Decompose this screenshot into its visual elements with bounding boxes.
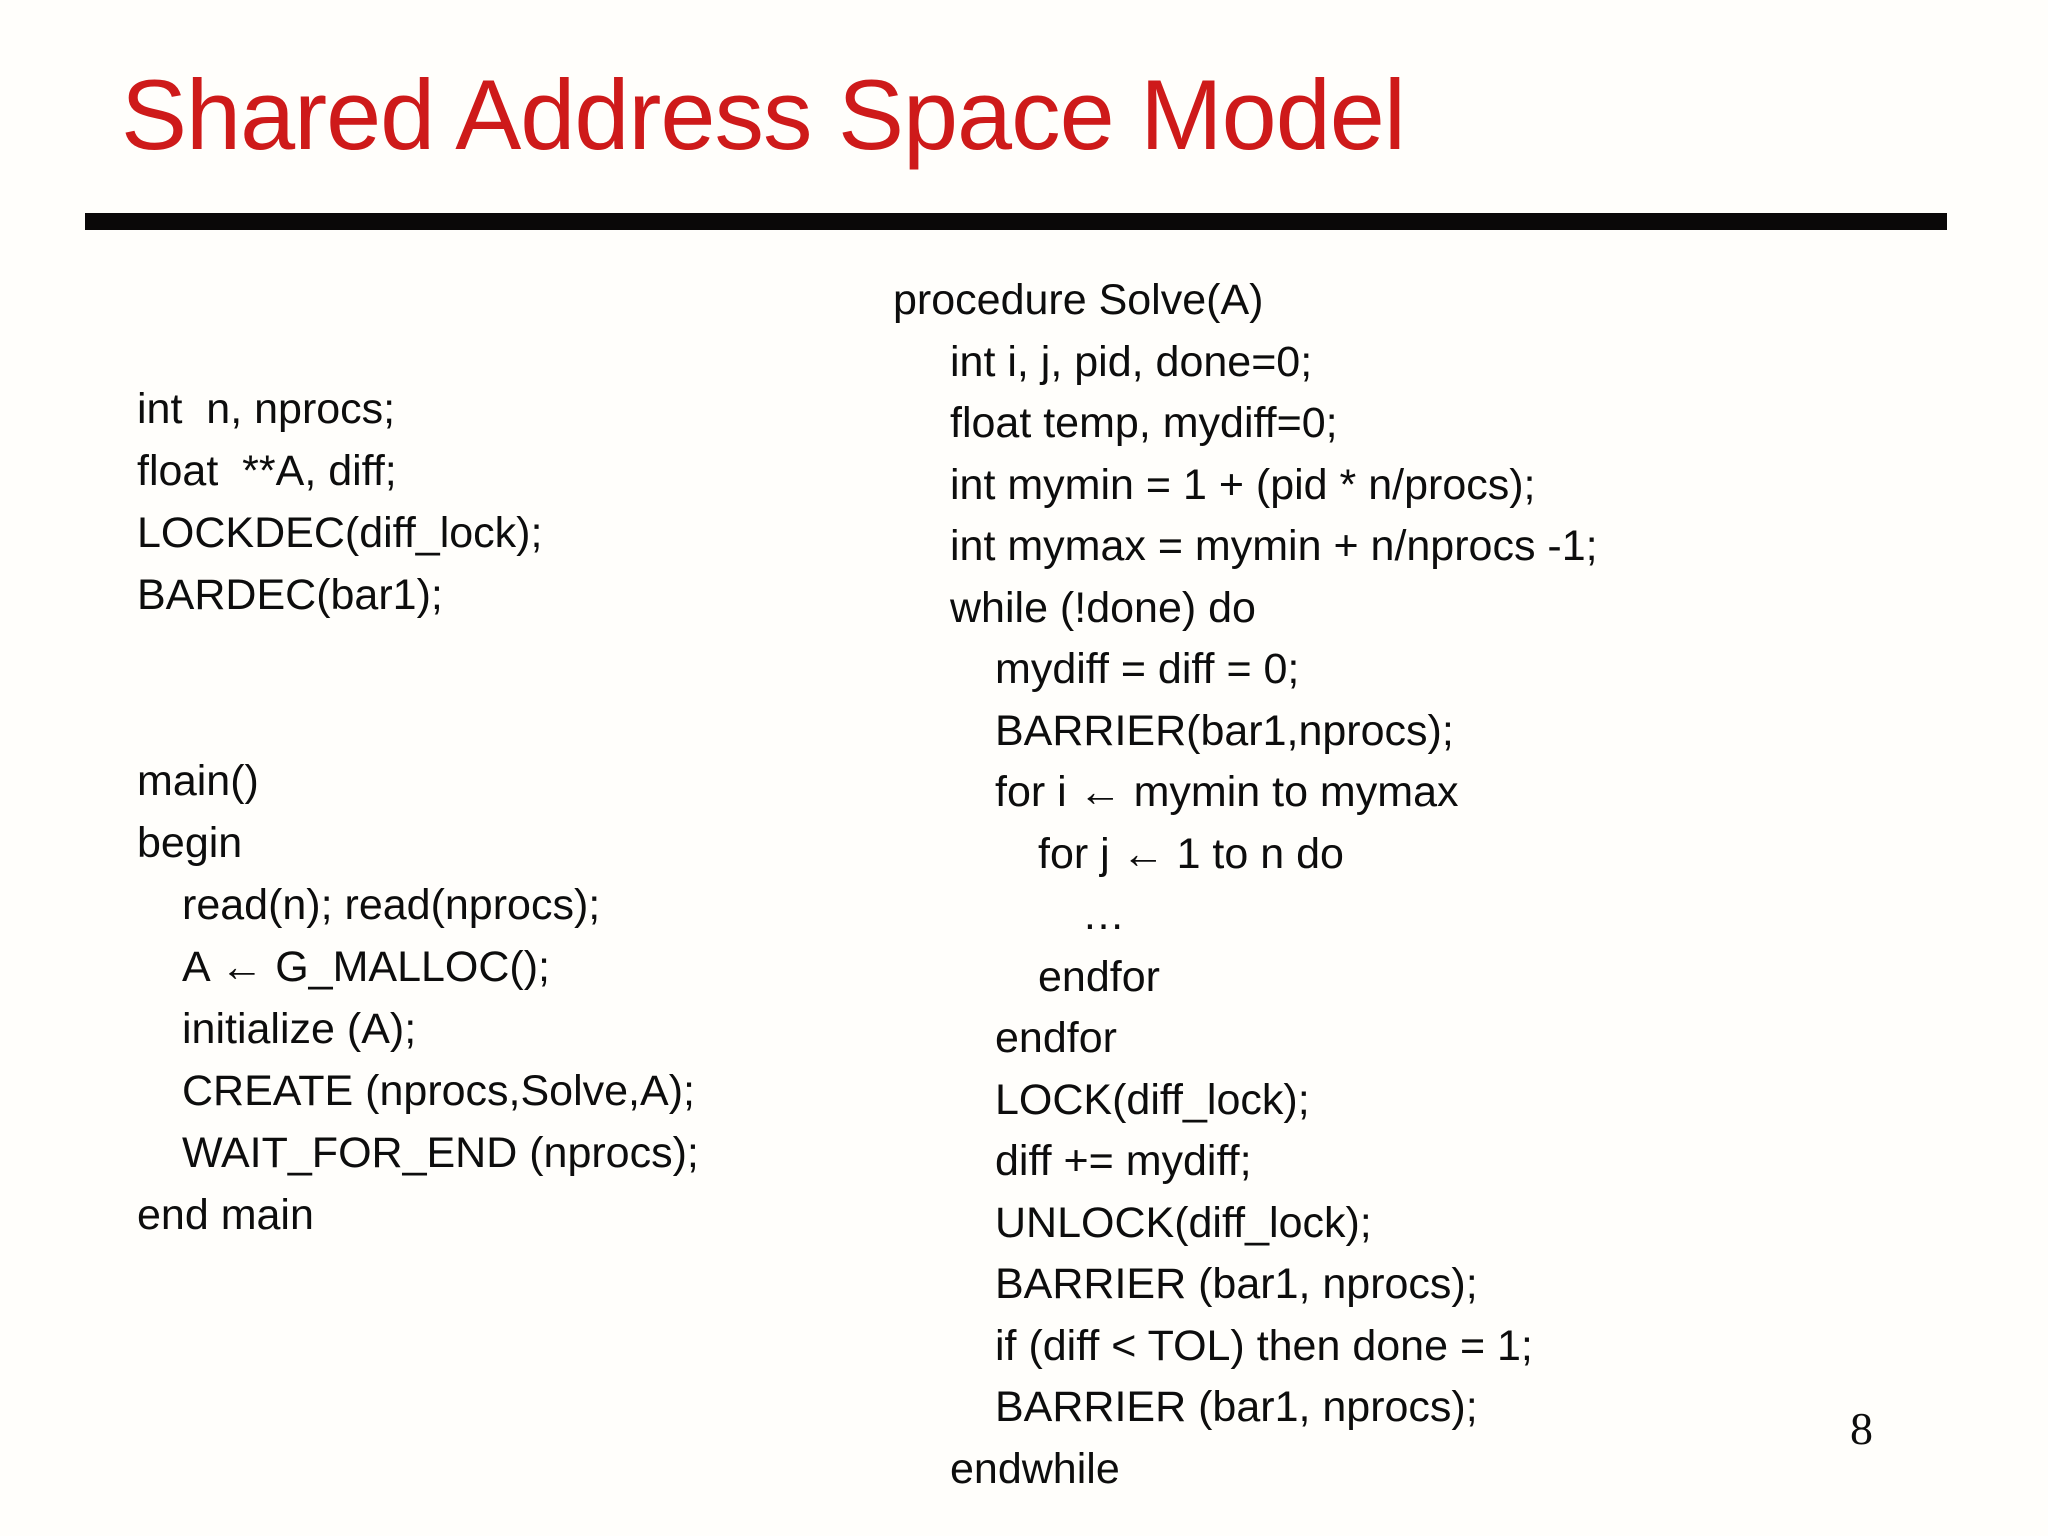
code-line: if (diff < TOL) then done = 1; [995,1321,1533,1370]
code-line: procedure Solve(A) [893,276,1264,324]
code-line: float **A, diff; [137,447,397,495]
code-line: mydiff = diff = 0; [995,645,1300,693]
code-line: read(n); read(nprocs); [182,881,601,929]
main-program-code-block: int n, nprocs; float **A, diff; LOCKDEC(di… [137,378,699,1246]
code-line: UNLOCK(diff_lock); [995,1198,1372,1247]
code-line: WAIT_FOR_END (nprocs); [182,1129,699,1177]
code-line: LOCKDEC(diff_lock); [137,509,543,557]
code-line: float temp, mydiff=0; [950,399,1338,447]
code-line: int mymax = mymin + n/nprocs -1; [950,522,1598,570]
code-line: while (!done) do [950,583,1256,632]
code-line: endfor [995,1014,1117,1062]
code-line: BARRIER (bar1, nprocs); [995,1383,1478,1431]
code-line: endfor [1038,952,1160,1001]
code-line: BARDEC(bar1); [137,571,443,619]
code-line: int n, nprocs; [137,385,396,433]
code-line: BARRIER(bar1,nprocs); [995,706,1454,755]
title-underline-rule [85,213,1947,230]
code-line: for j ← 1 to n do [1038,829,1344,878]
code-line [137,626,699,688]
code-line: BARRIER (bar1, nprocs); [995,1260,1478,1308]
code-line: diff += mydiff; [995,1137,1252,1185]
code-line: int mymin = 1 + (pid * n/procs); [950,460,1536,509]
solve-procedure-code-block: procedure Solve(A) int i, j, pid, done=0;… [893,270,1598,1500]
code-line: A ← G_MALLOC(); [182,943,550,991]
code-line: begin [137,819,243,867]
code-line: … [1082,891,1125,939]
slide-title: Shared Address Space Model [121,59,1406,170]
code-line: main() [137,757,259,805]
code-line: LOCK(diff_lock); [995,1075,1310,1124]
code-line: int i, j, pid, done=0; [950,337,1313,386]
code-line: for i ← mymin to mymax [995,768,1459,816]
code-line: endwhile [950,1444,1120,1493]
page-number: 8 [1850,1403,1873,1454]
code-line [137,688,699,750]
code-line: end main [137,1191,314,1239]
code-line: CREATE (nprocs,Solve,A); [182,1067,695,1115]
code-line: initialize (A); [182,1005,417,1053]
